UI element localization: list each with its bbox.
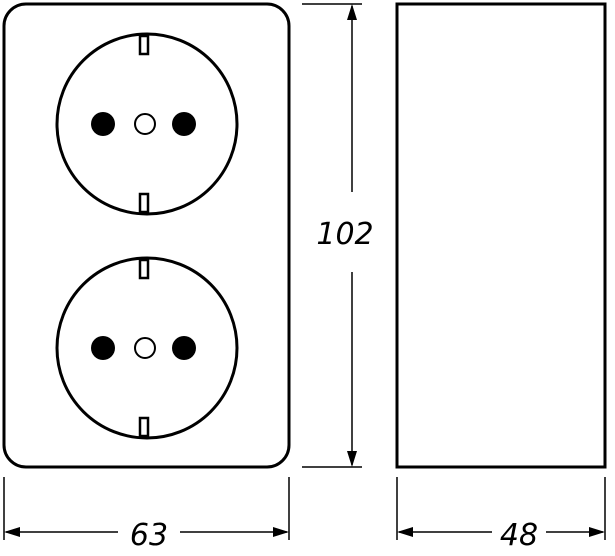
side-body-outline [395,2,607,469]
lower-socket-pin-hole-left [91,336,115,360]
height-dimension-label: 102 [316,217,373,252]
front-view [2,2,291,469]
upper-socket-outlet [55,32,239,216]
width-arrow-left [4,527,20,537]
lower-socket-earth-clip-bottom [138,416,150,438]
lower-socket-earth-clip-top [138,258,150,280]
front-plate-outline [2,2,291,469]
upper-socket-ring [55,32,239,216]
upper-socket-pin-hole-left [91,112,115,136]
lower-socket-outlet [55,256,239,440]
lower-socket-pin-hole-right [172,336,196,360]
depth-arrow-right [589,527,605,537]
upper-socket-center-hole [134,113,156,135]
side-depth-dimension-label: 48 [500,518,538,553]
depth-arrow-left [397,527,413,537]
side-depth-dimension: 48 [396,477,606,553]
front-width-dimension: 63 [3,477,290,553]
upper-socket-earth-clip-bottom [138,192,150,214]
lower-socket-center-hole [134,337,156,359]
upper-socket-pin-hole-right [172,112,196,136]
upper-socket-earth-clip-top [138,34,150,56]
width-arrow-right [273,527,289,537]
height-arrow-top [347,4,357,20]
lower-socket-ring [55,256,239,440]
front-width-dimension-label: 63 [130,518,168,553]
side-view [395,2,607,469]
height-arrow-bottom [347,451,357,467]
height-dimension: 102 [302,3,374,468]
